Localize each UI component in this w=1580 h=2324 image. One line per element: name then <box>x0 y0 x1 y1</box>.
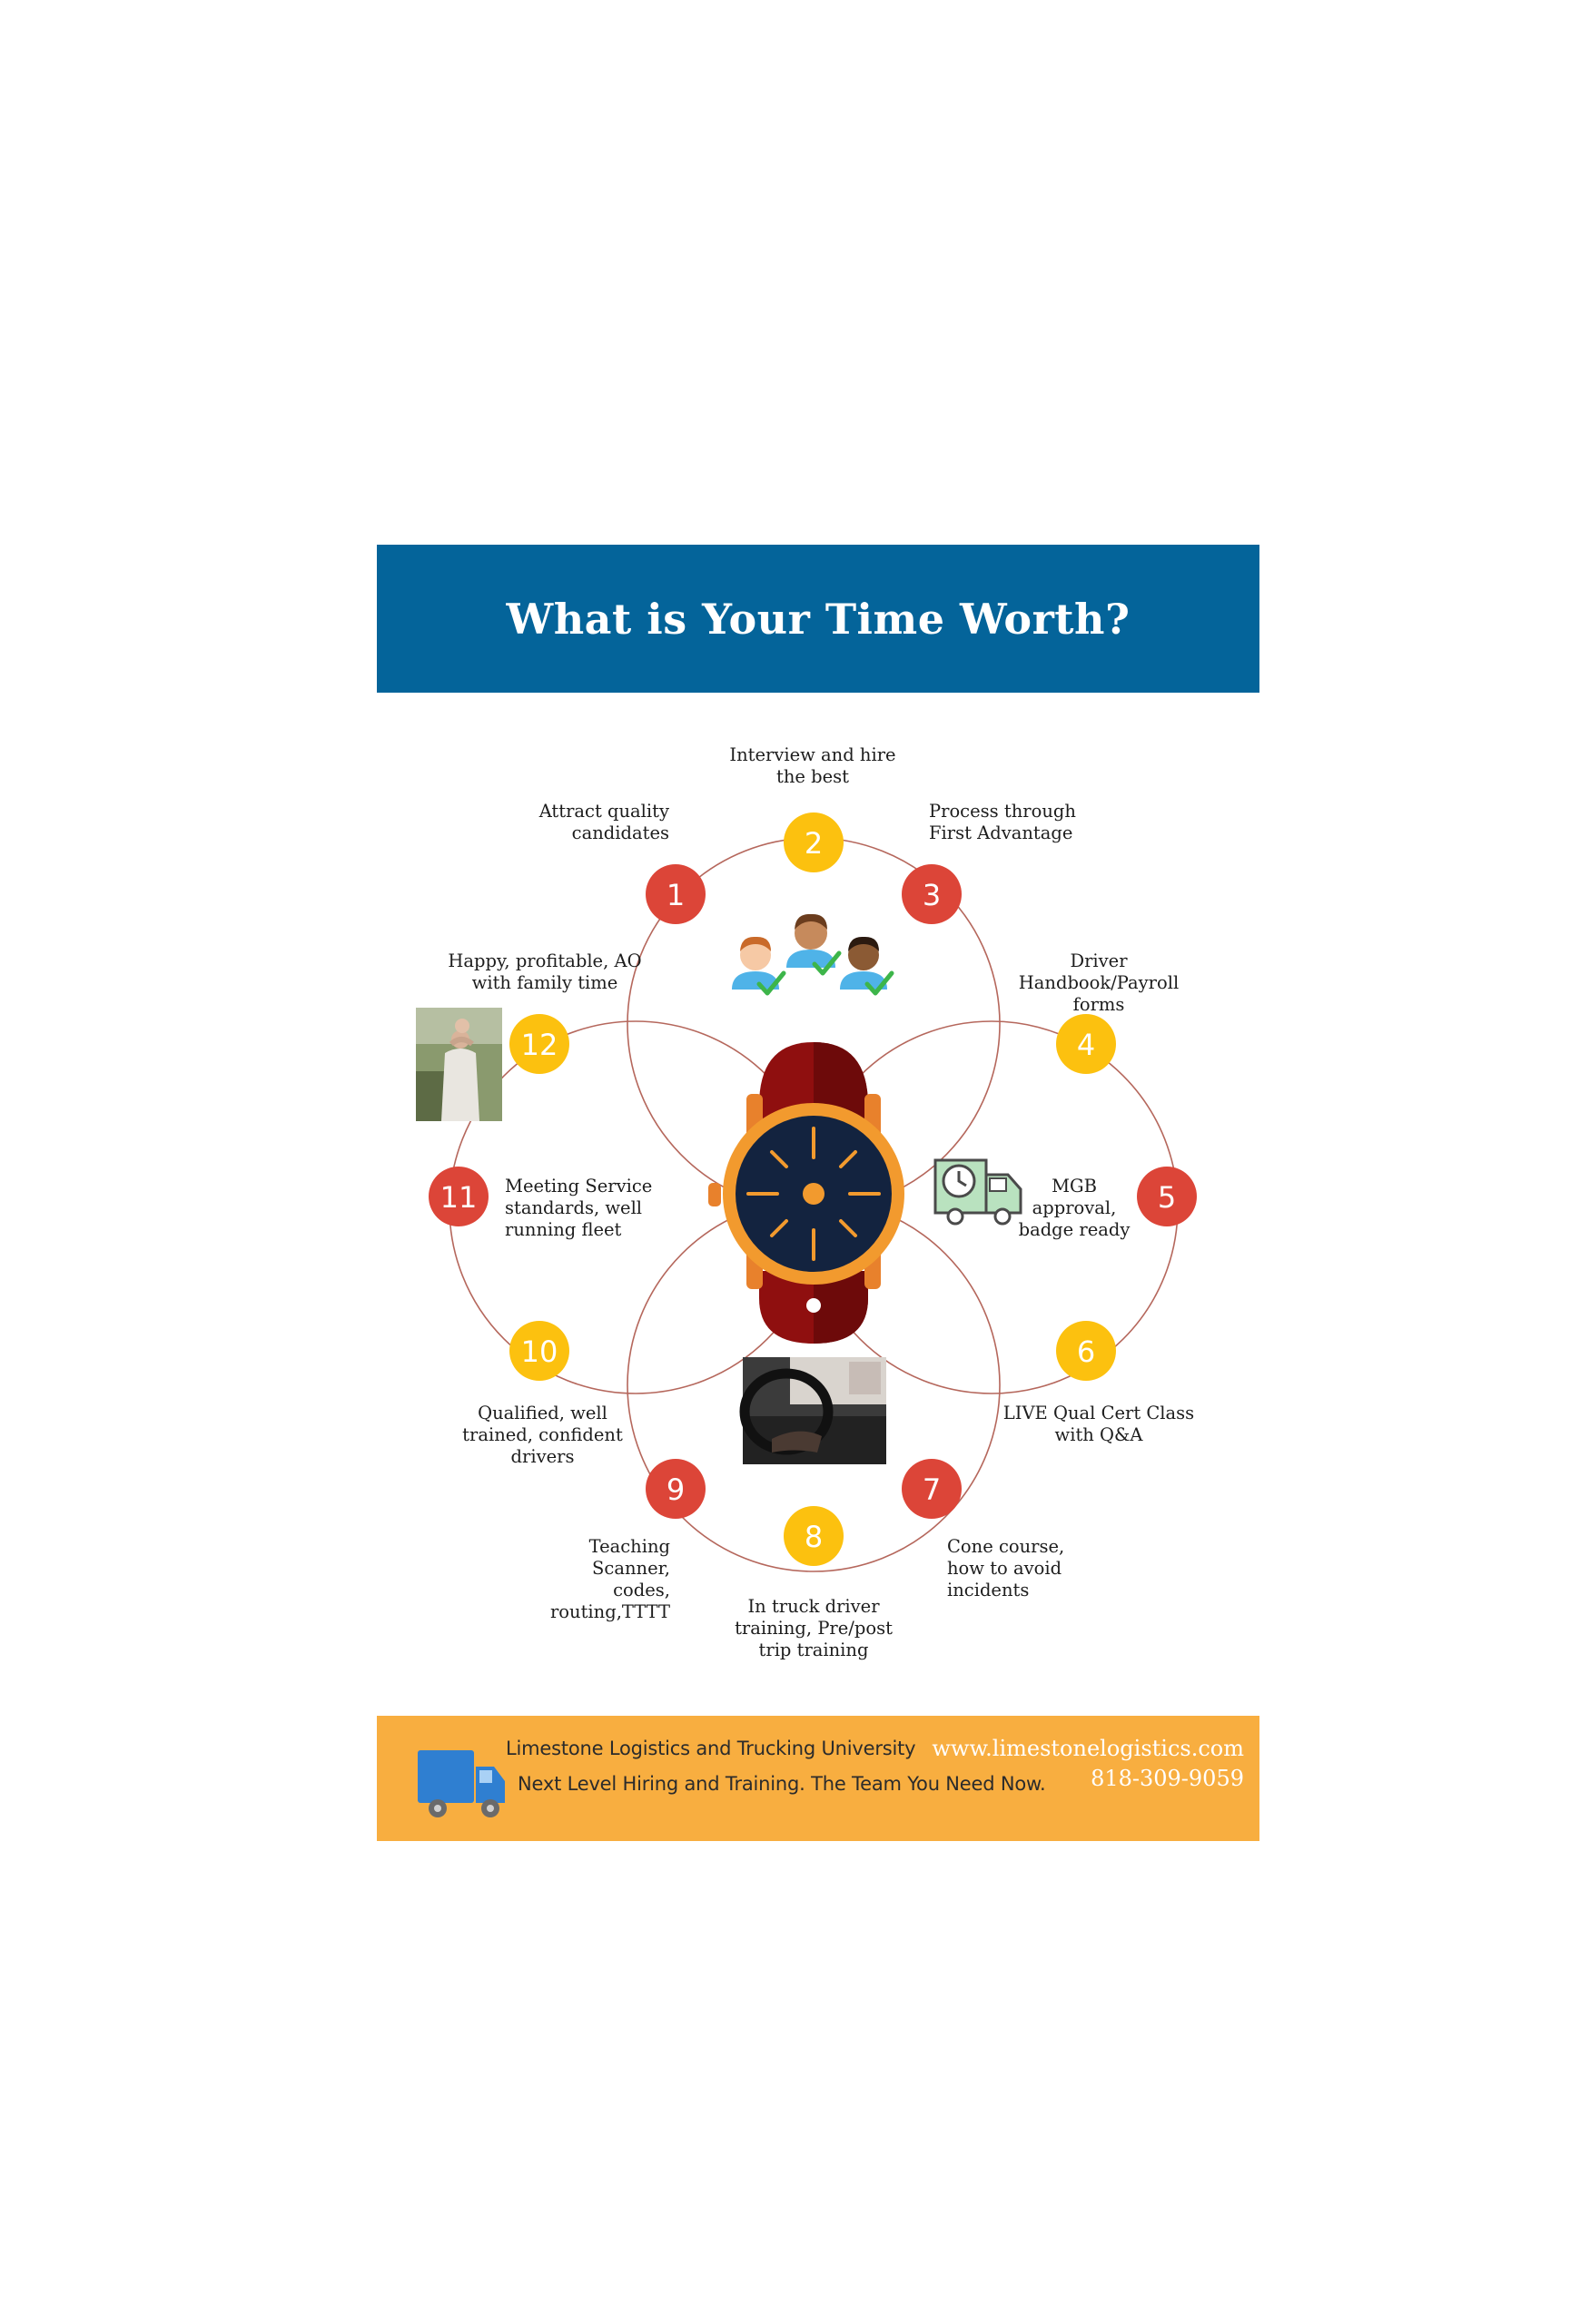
footer-banner: Limestone Logistics and Trucking Univers… <box>377 1716 1259 1841</box>
step-badge-circle <box>646 1459 706 1519</box>
step-badge-9: 9 <box>646 1459 706 1519</box>
delivery-truck-clock-icon <box>933 1158 1022 1226</box>
steering-wheel-photo <box>739 1357 886 1464</box>
page-title: What is Your Time Worth? <box>506 594 1131 644</box>
step-badge-12: 12 <box>509 1014 569 1074</box>
step-badge-number: 8 <box>805 1520 823 1554</box>
step-badge-10: 10 <box>509 1321 569 1381</box>
step-badge-number: 3 <box>923 878 941 912</box>
step-badge-11: 11 <box>429 1167 489 1226</box>
step-badge-circle <box>509 1014 569 1074</box>
phone-number: 818-309-9059 <box>1091 1766 1244 1791</box>
step-badge-circle <box>902 864 962 924</box>
step-badge-7: 7 <box>902 1459 962 1519</box>
step-badge-circle <box>902 1459 962 1519</box>
step-badge-1: 1 <box>646 864 706 924</box>
step-badge-2: 2 <box>784 812 844 872</box>
step-badge-number: 5 <box>1158 1180 1176 1215</box>
step-badge-number: 12 <box>521 1028 558 1062</box>
step-badge-circle <box>1056 1321 1116 1381</box>
family-photo <box>416 1008 502 1121</box>
step-badge-number: 6 <box>1077 1334 1095 1369</box>
step-badge-circle <box>429 1167 489 1226</box>
company-name: Limestone Logistics and Trucking Univers… <box>506 1738 916 1759</box>
step-badge-8: 8 <box>784 1506 844 1566</box>
step-badge-circle <box>1137 1167 1197 1226</box>
step-badge-number: 11 <box>440 1180 478 1215</box>
title-banner: What is Your Time Worth? <box>377 545 1259 693</box>
step-badge-circle <box>1056 1014 1116 1074</box>
step-badge-6: 6 <box>1056 1321 1116 1381</box>
step-badge-5: 5 <box>1137 1167 1197 1226</box>
step-badge-number: 7 <box>923 1472 941 1507</box>
step-badge-circle <box>784 1506 844 1566</box>
step-badge-number: 2 <box>805 826 823 861</box>
tagline: Next Level Hiring and Training. The Team… <box>518 1773 1046 1795</box>
step-badge-circle <box>646 864 706 924</box>
step-badge-number: 9 <box>667 1472 685 1507</box>
step-badge-4: 4 <box>1056 1014 1116 1074</box>
step-badge-circle <box>784 812 844 872</box>
people-check-icon <box>732 913 894 996</box>
blue-truck-icon <box>418 1750 505 1817</box>
step-badge-circle <box>509 1321 569 1381</box>
step-badge-number: 1 <box>667 878 685 912</box>
step-badge-number: 10 <box>521 1334 558 1369</box>
step-badge-number: 4 <box>1077 1028 1095 1062</box>
step-badge-3: 3 <box>902 864 962 924</box>
website-link[interactable]: www.limestonelogistics.com <box>932 1736 1244 1761</box>
wristwatch-icon <box>708 1042 904 1344</box>
